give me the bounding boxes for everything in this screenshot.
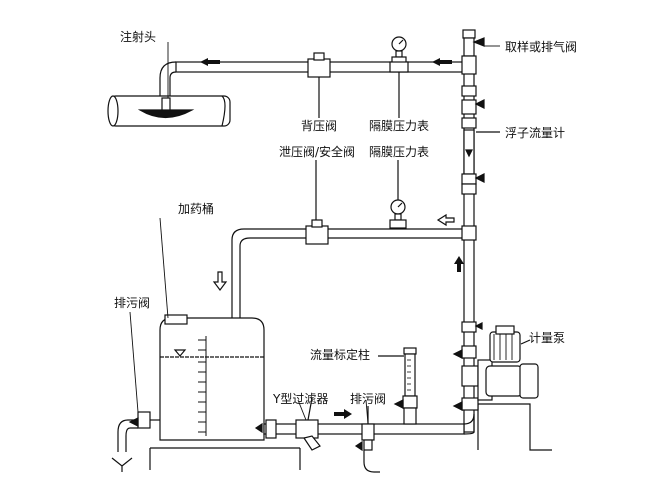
middle-branch-pipe bbox=[231, 225, 477, 322]
drain-valve-bottom-symbol bbox=[354, 406, 380, 473]
diaphragm-gauge-mid-symbol bbox=[389, 160, 407, 229]
label-drain-valve-left: 排污阀 bbox=[114, 296, 151, 310]
flow-arrow-up bbox=[454, 256, 464, 272]
label-sampling-vent-valve: 取样或排气阀 bbox=[505, 40, 578, 54]
flow-arrow-left-1 bbox=[200, 58, 220, 66]
label-y-strainer: Y型过滤器 bbox=[273, 392, 329, 406]
main-process-pipe bbox=[107, 95, 231, 127]
label-diaphragm-gauge-mid: 隔膜压力表 bbox=[369, 145, 430, 159]
tank-outlet-valve-symbol bbox=[254, 419, 277, 439]
y-strainer-symbol bbox=[295, 397, 321, 451]
back-pressure-valve-symbol bbox=[307, 52, 331, 118]
label-diaphragm-gauge-top: 隔膜压力表 bbox=[369, 119, 430, 133]
calibration-column-symbol bbox=[378, 347, 418, 425]
relief-safety-valve-symbol bbox=[305, 160, 329, 245]
label-leader-lines bbox=[129, 42, 500, 425]
tank-stand bbox=[149, 447, 301, 470]
float-flowmeter-symbol bbox=[461, 85, 500, 195]
label-dosing-tank: 加药桶 bbox=[178, 202, 215, 216]
label-drain-valve-bottom: 排污阀 bbox=[350, 392, 387, 406]
label-injector: 注射头 bbox=[120, 30, 157, 44]
label-relief-safety-valve: 泄压阀/安全阀 bbox=[279, 145, 356, 159]
pump-base bbox=[477, 403, 552, 451]
label-float-flowmeter: 浮子流量计 bbox=[505, 126, 566, 140]
hollow-arrow-down bbox=[212, 271, 228, 291]
label-calibration-column: 流量标定柱 bbox=[310, 348, 371, 362]
dosing-tank-symbol bbox=[159, 314, 265, 441]
metering-pump-symbol bbox=[452, 321, 539, 411]
hollow-arrow-left bbox=[436, 213, 455, 227]
diaphragm-gauge-top-symbol bbox=[389, 36, 409, 118]
label-back-pressure-valve: 背压阀 bbox=[301, 119, 338, 133]
sampling-vent-valve-symbol bbox=[461, 29, 485, 75]
drain-valve-left-symbol bbox=[111, 411, 160, 472]
flow-arrow-left-2 bbox=[432, 58, 452, 66]
flow-arrow-right bbox=[334, 409, 352, 419]
label-metering-pump: 计量泵 bbox=[529, 331, 566, 345]
